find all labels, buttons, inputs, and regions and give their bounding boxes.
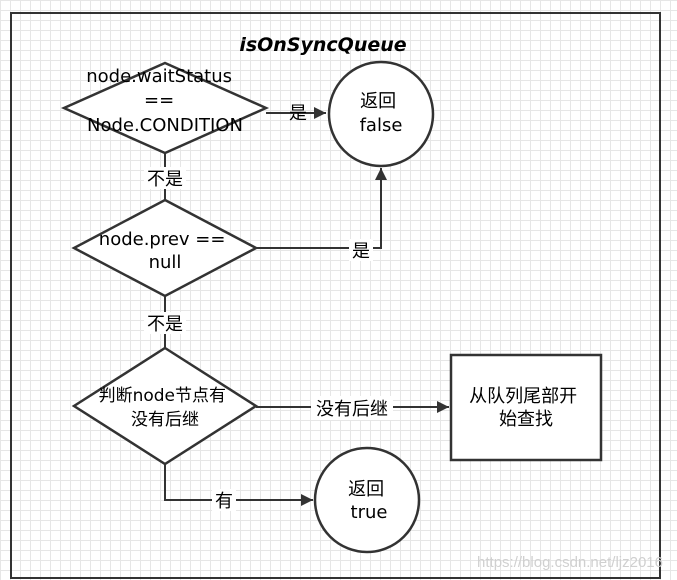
prev-null-line-1: node.prev == [99, 229, 226, 250]
terminal-return-true [313, 446, 421, 554]
wait-status-line-3: Node.CONDITION [87, 115, 243, 136]
svg-text:node.waitStatus == Nod: node.waitStatus == Node.CONDITION [86, 66, 243, 136]
search-from-tail-line-2: 始查找 [499, 409, 553, 430]
edge-has-successor [164, 464, 313, 506]
decision-has-successor [71, 346, 259, 466]
terminal-return-false [327, 60, 435, 168]
watermark-text: https://blog.csdn.net/ljz2016 [477, 554, 663, 571]
return-false-line-1: 返回 [360, 91, 396, 112]
return-true-line-1: 返回 [348, 479, 384, 500]
has-successor-line-2: 没有后继 [131, 410, 199, 430]
diagram-frame [10, 12, 661, 579]
svg-text:从队列尾部开 始查找: 从队列尾部开 始查找 [469, 386, 583, 430]
return-true-line-2: true [351, 502, 388, 523]
edge-prev-null-yes [256, 168, 387, 249]
has-successor-line-1: 判断node节点有 [99, 386, 226, 406]
search-from-tail-line-1: 从队列尾部开 [469, 386, 577, 407]
prev-null-line-2: null [149, 252, 182, 273]
edge-label-yes-2: 是 [352, 241, 370, 262]
wait-status-line-2: == [144, 90, 174, 111]
process-search-from-tail [449, 353, 603, 462]
edge-label-yes-1: 是 [289, 103, 307, 124]
svg-text:返回 false: 返回 false [360, 91, 403, 136]
return-false-line-2: false [360, 115, 403, 136]
svg-text:返回 true: 返回 true [348, 479, 390, 523]
edge-label-no-2: 不是 [147, 314, 183, 335]
svg-text:node.prev == null: node.prev == null [99, 229, 231, 273]
wait-status-line-1: node.waitStatus [86, 66, 232, 87]
edge-label-has: 有 [215, 491, 233, 512]
edge-label-no-successor: 没有后继 [316, 399, 388, 420]
edge-label-no-1: 不是 [147, 169, 183, 190]
svg-text:判断node节点有 没有后继: 判断node节点有 没有后继 [99, 386, 232, 430]
diagram-title: isOnSyncQueue [239, 34, 406, 56]
